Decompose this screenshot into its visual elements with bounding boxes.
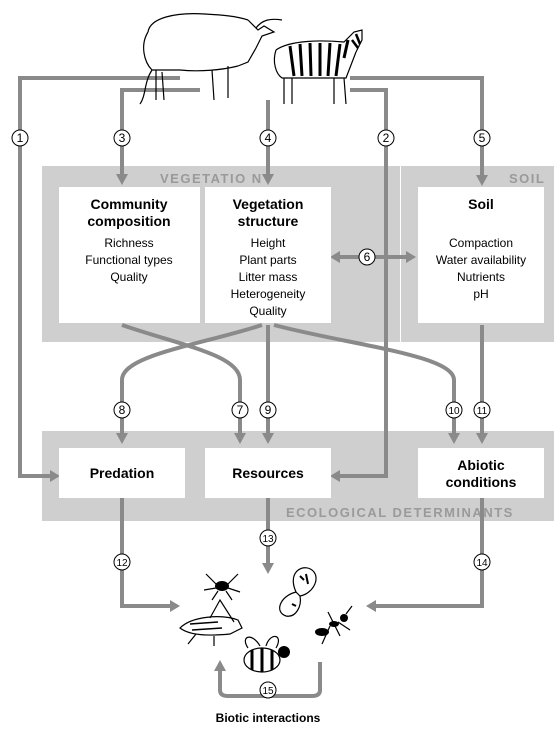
arrow-6-head-left (330, 251, 340, 263)
zebra-icon (273, 29, 363, 105)
community-title-1: Community (91, 196, 168, 212)
arrow-14-head (366, 600, 376, 612)
marker-11-label: 11 (477, 406, 488, 417)
abiotic-title-1: Abiotic (457, 457, 505, 473)
arrow-5 (350, 76, 484, 178)
marker-10 (445, 401, 463, 419)
ant-icon (315, 605, 353, 645)
community-item: Richness (104, 236, 153, 250)
structure-item: Height (251, 236, 286, 250)
arrow-7 (121, 323, 242, 436)
marker-1 (11, 129, 29, 147)
structure-item: Quality (249, 304, 286, 318)
marker-8 (113, 401, 131, 419)
marker-7-label: 7 (237, 403, 244, 417)
marker-3 (113, 129, 131, 147)
cow-icon (139, 13, 283, 105)
arrow-3-head (116, 174, 128, 185)
marker-12 (113, 553, 131, 571)
soil-item: Water availability (436, 253, 526, 267)
arrows (18, 76, 488, 698)
arrow-5-head (476, 175, 488, 186)
marker-5-label: 5 (479, 131, 486, 145)
community-box (59, 187, 200, 323)
marker-15 (259, 681, 277, 699)
structure-item: Heterogeneity (231, 287, 306, 301)
arrow-8-head (116, 433, 128, 444)
structure-title-2: structure (238, 213, 299, 229)
markers: 1 2 3 4 5 6 7 8 9 10 11 12 13 14 15 (11, 129, 491, 699)
structure-item: Plant parts (239, 253, 296, 267)
arrow-2-head (330, 470, 340, 482)
marker-14-label: 14 (476, 558, 488, 569)
vegetation-label: VEGETATIO N (160, 171, 263, 186)
marker-2-label: 2 (383, 131, 390, 145)
marker-4-label: 4 (265, 131, 272, 145)
arrow-3 (120, 88, 200, 176)
arrow-4-head (262, 174, 274, 185)
arrow-9-head (262, 433, 274, 444)
community-item: Quality (110, 270, 147, 284)
resources-box (205, 448, 331, 498)
community-title-2: composition (87, 213, 170, 229)
spider-icon (203, 573, 241, 601)
marker-7 (231, 401, 249, 419)
marker-4 (259, 129, 277, 147)
arrow-13-head (262, 563, 274, 574)
soil-box (418, 187, 544, 323)
arrow-12-head (170, 600, 180, 612)
marker-9 (259, 401, 277, 419)
abiotic-title-2: conditions (446, 474, 517, 490)
arrow-6-head-right (406, 251, 416, 263)
caption: Biotic interactions (216, 711, 321, 725)
marker-8-label: 8 (119, 403, 126, 417)
marker-15-label: 15 (262, 686, 274, 697)
structure-item: Litter mass (239, 270, 298, 284)
community-item: Functional types (85, 253, 172, 267)
arrow-1 (18, 76, 180, 478)
soil-item: Compaction (449, 236, 513, 250)
arrow-7-head (234, 433, 246, 444)
soil-item: pH (473, 287, 488, 301)
soil-title: Soil (468, 196, 494, 212)
marker-3-label: 3 (119, 131, 126, 145)
soil-label: SOIL (509, 171, 545, 186)
structure-title-1: Vegetation (233, 196, 304, 212)
marker-13-label: 13 (262, 534, 274, 545)
structure-box (205, 187, 331, 323)
predation-box (59, 448, 185, 498)
bee-icon (243, 635, 290, 673)
marker-11 (473, 401, 491, 419)
arrow-1-head (50, 470, 60, 482)
marker-6-label: 6 (364, 250, 371, 264)
arrow-14 (374, 498, 484, 608)
marker-5 (473, 129, 491, 147)
grasshopper-icon (179, 598, 243, 646)
resources-title: Resources (232, 465, 304, 481)
arrow-11-head (476, 433, 488, 444)
marker-6 (358, 248, 376, 266)
butterfly-icon (279, 567, 317, 617)
marker-9-label: 9 (265, 403, 272, 417)
arrow-10 (273, 323, 456, 436)
marker-2 (377, 129, 395, 147)
marker-13 (259, 529, 277, 547)
marker-1-label: 1 (17, 131, 24, 145)
arrow-12 (120, 498, 172, 608)
marker-10-label: 10 (448, 406, 460, 417)
arrow-8 (120, 323, 263, 436)
ecological-label: ECOLOGICAL DETERMINANTS (286, 505, 514, 520)
predation-title: Predation (90, 465, 155, 481)
marker-14 (473, 553, 491, 571)
abiotic-box (418, 448, 544, 498)
arrow-2 (336, 88, 388, 478)
marker-12-label: 12 (116, 558, 128, 569)
arrow-10-head (448, 433, 460, 444)
soil-item: Nutrients (457, 270, 505, 284)
arrow-15-head (214, 660, 226, 671)
